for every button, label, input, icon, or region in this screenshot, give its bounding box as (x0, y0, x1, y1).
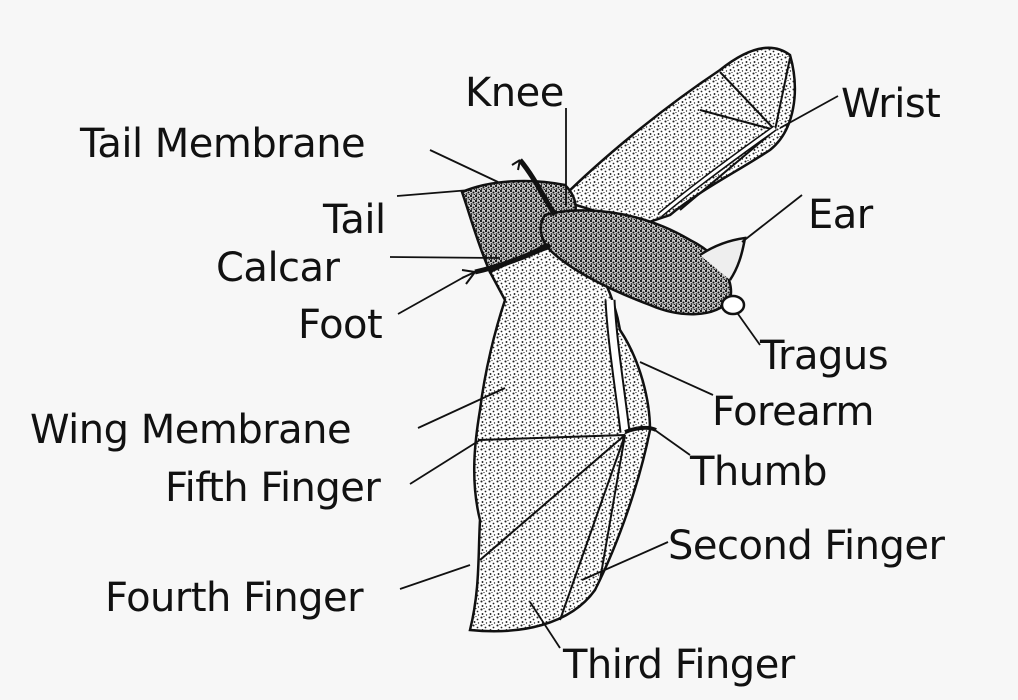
label-tail: Tail (323, 200, 386, 240)
label-forearm: Forearm (712, 392, 874, 432)
label-fifth-finger: Fifth Finger (165, 468, 380, 508)
label-tail-membrane: Tail Membrane (80, 124, 365, 164)
label-tragus: Tragus (760, 336, 888, 376)
label-fourth-finger: Fourth Finger (105, 578, 363, 618)
label-second-finger: Second Finger (668, 526, 944, 566)
label-wing-membrane: Wing Membrane (30, 410, 351, 450)
label-ear: Ear (808, 195, 873, 235)
label-third-finger: Third Finger (563, 645, 795, 685)
label-calcar: Calcar (216, 248, 340, 288)
label-knee: Knee (465, 73, 564, 113)
bat-snout (722, 296, 744, 314)
label-thumb: Thumb (690, 452, 827, 492)
label-wrist: Wrist (841, 84, 940, 124)
label-foot: Foot (298, 305, 382, 345)
